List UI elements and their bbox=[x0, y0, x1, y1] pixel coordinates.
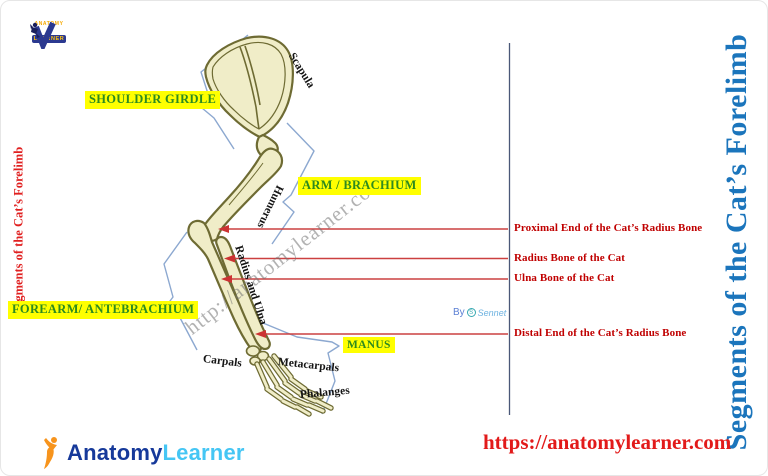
logo-v-mark-icon bbox=[30, 21, 56, 49]
paw-bones bbox=[254, 353, 334, 417]
scapula-bone bbox=[204, 35, 294, 139]
logo-figure-icon bbox=[44, 437, 57, 469]
manus-bracket bbox=[262, 322, 340, 415]
logo-bottom-anatomy-text: Anatomy bbox=[67, 440, 163, 465]
scapula-inner-line bbox=[211, 41, 286, 130]
arm-bracket bbox=[271, 122, 315, 245]
callout-radius-bone: Radius Bone of the Cat bbox=[514, 252, 625, 264]
label-arm-brachium: ARM / BRACHIUM bbox=[298, 177, 421, 195]
radius-bone bbox=[215, 235, 271, 351]
credit-by-sennet: By S Sennet bbox=[453, 307, 506, 318]
label-manus: MANUS bbox=[343, 337, 395, 354]
credit-name-text: Sennet bbox=[477, 307, 507, 318]
right-vertical-title: Segments of the Cat’s Forelimb bbox=[720, 33, 753, 451]
site-url-text: https://anatomylearner.com bbox=[483, 430, 732, 454]
logo-top-anatomy-text: ANATOMY bbox=[34, 21, 64, 27]
label-shoulder-girdle: SHOULDER GIRDLE bbox=[85, 91, 221, 109]
humerus-ridge-line bbox=[228, 162, 264, 206]
callout-proximal-end: Proximal End of the Cat’s Radius Bone bbox=[514, 222, 703, 234]
callout-distal-end: Distal End of the Cat’s Radius Bone bbox=[514, 327, 687, 339]
callout-arrowheads bbox=[218, 225, 266, 338]
sennet-icon: S bbox=[466, 308, 476, 317]
scapula-spine bbox=[239, 45, 261, 130]
label-forearm-antebrachium: FOREARM/ ANTEBRACHIUM bbox=[8, 301, 199, 319]
callout-arrows bbox=[228, 228, 508, 335]
callout-ulna-bone: Ulna Bone of the Cat bbox=[514, 272, 615, 284]
logo-bottom-learner-text: Learner bbox=[162, 440, 245, 465]
carpal-bone bbox=[245, 345, 261, 357]
anatomylearner-logo-top: ANATOMY LEARNER bbox=[27, 21, 71, 49]
credit-by-text: By bbox=[453, 307, 465, 318]
